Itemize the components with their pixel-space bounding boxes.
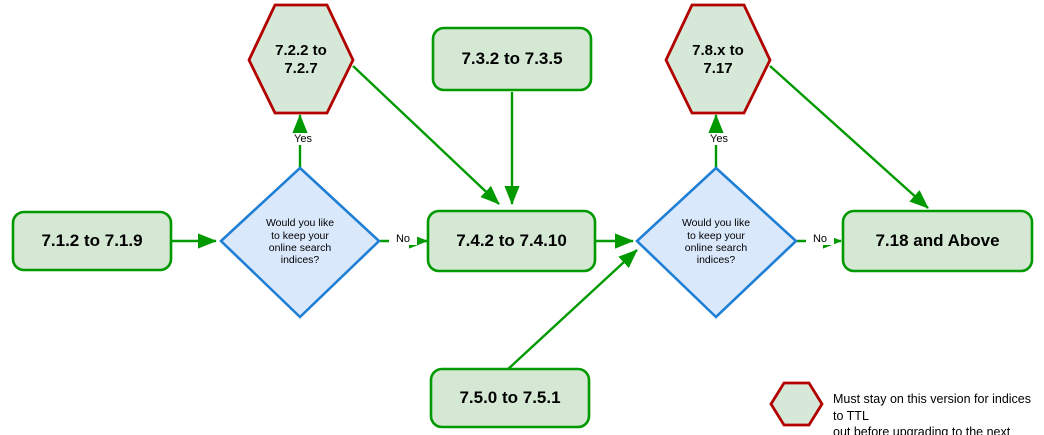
legend-caption: Must stay on this version for indices to… [833, 391, 1038, 435]
node-v718-shape[interactable] [841, 209, 1034, 273]
edge-label-dec1-yes: Yes [286, 133, 320, 145]
node-dec2-shape[interactable] [635, 166, 798, 319]
edge-label-dec2-no: No [806, 233, 834, 245]
edge-v78x-to-v718 [769, 65, 929, 209]
node-v78x-shape[interactable] [664, 3, 772, 115]
node-v742-shape[interactable] [426, 209, 597, 273]
node-dec1-shape[interactable] [219, 166, 381, 319]
legend-line-1: Must stay on this version for indices to… [833, 392, 1031, 423]
edge-label-dec2-yes: Yes [702, 133, 736, 145]
legend-line-2: out before upgrading to the next version… [833, 425, 1011, 435]
node-v732-shape[interactable] [431, 26, 593, 92]
edge-v722-to-v742 [352, 65, 500, 205]
edge-label-dec1-no: No [389, 233, 417, 245]
edge-v750-to-dec2 [506, 249, 638, 371]
legend-hexagon-icon [769, 381, 824, 427]
node-v722-shape[interactable] [247, 3, 355, 115]
node-v750-shape[interactable] [429, 367, 591, 429]
node-v712-shape[interactable] [11, 210, 173, 272]
